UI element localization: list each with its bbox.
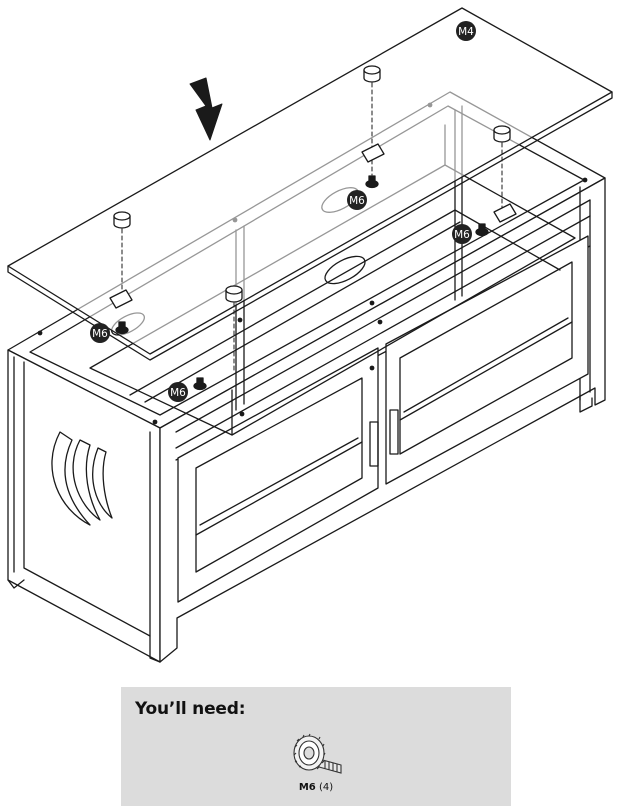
- callout-m6-label: M6: [349, 195, 365, 207]
- callout-m6: M6: [168, 382, 188, 402]
- mounting-bracket: [109, 143, 517, 309]
- callout-m6: M6: [452, 224, 472, 244]
- callout-m4-label: M4: [458, 26, 474, 38]
- glass-foot-guides: [121, 75, 503, 373]
- parts-needed-title: You’ll need:: [135, 699, 246, 719]
- callout-m6-label: M6: [92, 328, 108, 340]
- glass-foot-pad: [113, 65, 511, 303]
- glass-foot-icon: [115, 175, 489, 391]
- parts-needed-caption: M6 (4): [121, 782, 511, 793]
- callout-m6-label: M6: [454, 229, 470, 241]
- down-arrow-icon: [189, 77, 223, 141]
- glass-foot-icon: [293, 733, 342, 774]
- callout-m4: M4: [456, 21, 476, 41]
- callout-m6: M6: [347, 190, 367, 210]
- parts-needed-panel: You’ll need: M6 (4): [121, 687, 511, 806]
- callout-m6: M6: [90, 323, 110, 343]
- callout-m6-label: M6: [170, 387, 186, 399]
- part-quantity: (4): [318, 782, 334, 793]
- part-code: M6: [298, 782, 316, 793]
